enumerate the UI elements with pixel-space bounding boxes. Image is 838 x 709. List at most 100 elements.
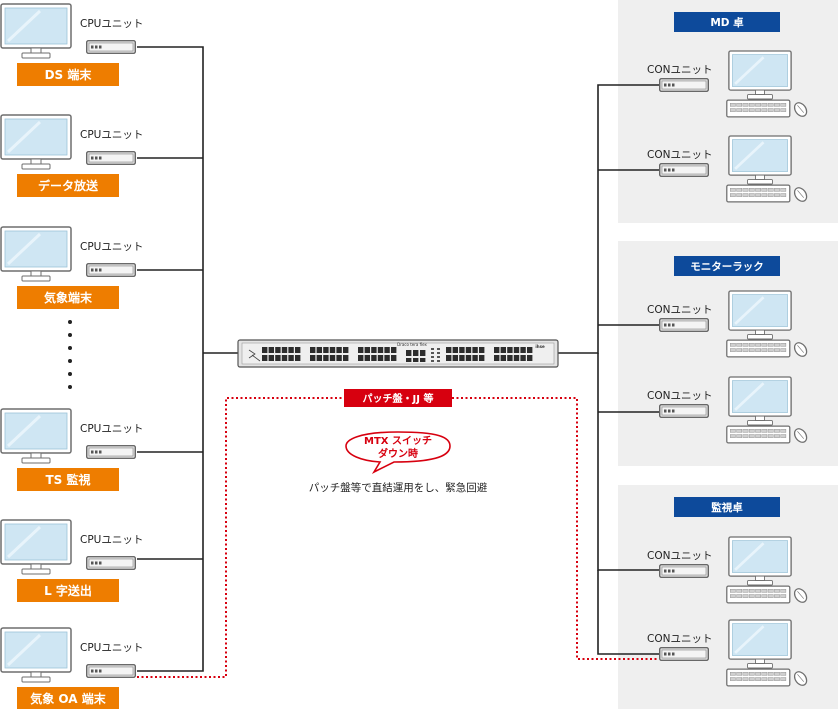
cpu-unit-icon bbox=[86, 556, 136, 570]
switch-port bbox=[459, 347, 465, 353]
con-unit-icon bbox=[659, 318, 709, 332]
bypass-note: パッチ盤等で直結運用をし、緊急回避 bbox=[309, 481, 488, 494]
switch-port bbox=[413, 358, 419, 362]
monitor-icon bbox=[0, 3, 72, 59]
switch-port bbox=[507, 355, 513, 361]
left-bus-line bbox=[137, 46, 204, 672]
switch-led bbox=[437, 352, 440, 354]
switch-port bbox=[281, 347, 288, 353]
switch-port bbox=[452, 347, 458, 353]
switch-port bbox=[446, 355, 452, 361]
switch-port bbox=[472, 355, 478, 361]
monitor-icon bbox=[0, 226, 72, 282]
switch-port bbox=[465, 347, 472, 353]
cpu-unit-icon bbox=[86, 664, 136, 678]
wiring bbox=[137, 46, 659, 672]
cpu-unit-label: CPUユニット bbox=[80, 534, 143, 546]
group-title-box bbox=[674, 256, 780, 276]
switch-port bbox=[500, 347, 506, 353]
console-station: CONユニット bbox=[647, 135, 808, 204]
switch-port bbox=[384, 355, 390, 361]
cpu-unit-icon bbox=[86, 263, 136, 277]
switch-port bbox=[262, 347, 268, 353]
group-title: モニターラック bbox=[690, 261, 764, 273]
switch-led bbox=[437, 356, 440, 358]
switch-port bbox=[281, 355, 288, 361]
switch-brand: Draco tera flex bbox=[397, 342, 427, 347]
monitor-icon bbox=[0, 519, 72, 575]
con-unit-icon bbox=[659, 404, 709, 418]
switch-led bbox=[431, 356, 434, 358]
switch-port bbox=[494, 355, 500, 361]
matrix-switch: Draco tera flex ihse bbox=[237, 339, 559, 368]
con-unit-icon bbox=[659, 647, 709, 661]
station-label: 気象端末 bbox=[44, 290, 93, 305]
right-branch-5b bbox=[597, 353, 659, 571]
station-label-box bbox=[17, 468, 119, 491]
switch-port bbox=[364, 347, 370, 353]
group-title: 監視卓 bbox=[711, 501, 743, 514]
switch-port bbox=[336, 355, 342, 361]
bubble-line-2: ダウン時 bbox=[378, 447, 418, 460]
switch-port bbox=[406, 350, 412, 356]
switch-port bbox=[371, 347, 377, 353]
switch-logo: ihse bbox=[535, 344, 545, 349]
switch-port bbox=[384, 347, 390, 353]
switch-port bbox=[323, 355, 329, 361]
bubble-line-1: MTX スイッチ bbox=[364, 435, 432, 447]
console-station: CONユニット bbox=[647, 536, 808, 605]
switch-port bbox=[377, 355, 384, 361]
console-station: CONユニット bbox=[647, 619, 808, 688]
station-label-box bbox=[17, 687, 119, 709]
down-bubble: MTX スイッチ ダウン時 bbox=[345, 431, 451, 474]
station-label: DS 端末 bbox=[45, 67, 93, 82]
switch-port bbox=[513, 347, 520, 353]
switch-port bbox=[377, 347, 384, 353]
right-bus-line bbox=[558, 84, 659, 354]
switch-port bbox=[520, 355, 526, 361]
switch-led bbox=[437, 360, 440, 362]
switch-port bbox=[527, 355, 533, 361]
cpu-unit-label: CPUユニット bbox=[80, 241, 143, 253]
switch-port bbox=[336, 347, 342, 353]
group-title-box bbox=[674, 497, 780, 517]
right-branch-5 bbox=[597, 570, 659, 655]
switch-port bbox=[520, 347, 526, 353]
cpu-unit-icon bbox=[86, 151, 136, 165]
station-label-box bbox=[17, 63, 119, 86]
switch-led bbox=[437, 348, 440, 350]
monitor-icon bbox=[0, 114, 72, 170]
switch-port bbox=[329, 347, 336, 353]
switch-port bbox=[500, 355, 506, 361]
console-station: CONユニット bbox=[647, 50, 808, 119]
station-label: 気象 OA 端末 bbox=[30, 691, 107, 706]
console-station: CONユニット bbox=[647, 376, 808, 445]
con-unit-label: CONユニット bbox=[647, 390, 712, 402]
switch-port bbox=[513, 355, 520, 361]
switch-port bbox=[527, 347, 533, 353]
cpu-unit-icon bbox=[86, 40, 136, 54]
group-title: MD 卓 bbox=[710, 16, 744, 29]
station-label-box bbox=[17, 286, 119, 309]
cpu-unit-label: CPUユニット bbox=[80, 129, 143, 141]
con-unit-label: CONユニット bbox=[647, 633, 712, 645]
switch-port bbox=[364, 355, 370, 361]
switch-port bbox=[459, 355, 465, 361]
con-unit-icon bbox=[659, 564, 709, 578]
con-unit-label: CONユニット bbox=[647, 550, 712, 562]
switch-port bbox=[268, 355, 274, 361]
switch-port bbox=[472, 347, 478, 353]
right-consoles: MD 卓CONユニットCONユニットモニターラックCONユニットCONユニット監… bbox=[647, 12, 808, 688]
switch-port bbox=[413, 350, 419, 356]
switch-port bbox=[310, 347, 316, 353]
switch-port bbox=[310, 355, 316, 361]
switch-port bbox=[295, 347, 301, 353]
switch-port bbox=[343, 347, 349, 353]
switch-port bbox=[268, 347, 274, 353]
